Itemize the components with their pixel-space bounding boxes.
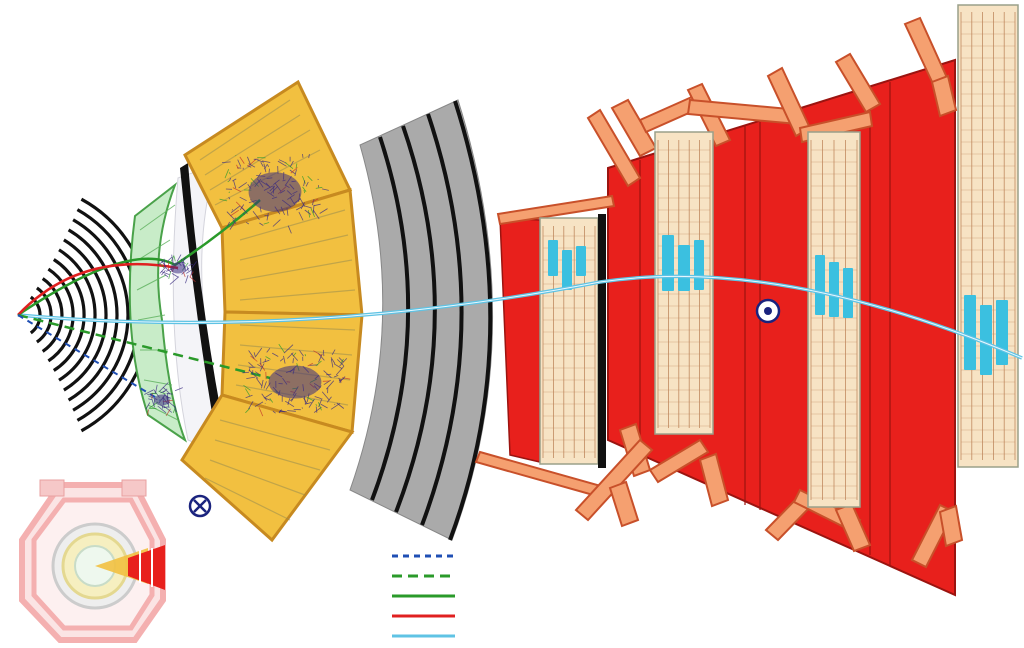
- muon-track-highlight: [17, 275, 1023, 359]
- muon-hit: [548, 240, 558, 276]
- muon-hit: [576, 246, 586, 276]
- field-out-of-page-symbol: [755, 298, 781, 324]
- tracker-layer: [58, 248, 97, 382]
- muon-hit: [562, 250, 572, 290]
- superconducting-solenoid: [349, 99, 493, 541]
- field-into-page-symbol: [188, 494, 212, 518]
- muon-hit: [694, 240, 704, 290]
- tracker-layer: [52, 258, 86, 372]
- shower-cluster: [144, 382, 183, 417]
- photon-track: [17, 313, 271, 380]
- silicon-tracker: [29, 197, 152, 433]
- muon-hit: [964, 295, 976, 370]
- tracker-layer: [67, 228, 119, 402]
- muon-chambers: [539, 4, 1019, 508]
- detector-overview-thumbnail: [19, 479, 166, 643]
- muon-hit: [843, 268, 853, 318]
- tracker-layer: [63, 238, 108, 392]
- shower-cluster: [242, 343, 351, 417]
- muon-station-4: [957, 4, 1019, 468]
- electromagnetic-calorimeter: [128, 182, 188, 443]
- shower-cluster: [157, 254, 198, 285]
- tracker-layer: [47, 267, 75, 363]
- shower-cluster: [219, 153, 329, 234]
- muon-hit: [996, 300, 1008, 365]
- hcal-inner-boundary: [180, 163, 230, 460]
- tracker-layer: [72, 218, 130, 412]
- muon-hit: [662, 235, 674, 291]
- muon-hit: [815, 255, 825, 315]
- muon-hit: [678, 245, 690, 291]
- particle-tracks: [17, 199, 1023, 401]
- energy-showers: [144, 153, 351, 417]
- tracker-layer: [41, 277, 64, 353]
- electron-track: [17, 199, 261, 317]
- legend: [392, 554, 455, 638]
- muon-hit: [980, 305, 992, 375]
- hadron-calorimeter: [180, 79, 364, 543]
- neutral-hadron-track: [17, 314, 161, 401]
- muon-hit: [829, 262, 839, 317]
- charged-hadron-track: [17, 262, 179, 316]
